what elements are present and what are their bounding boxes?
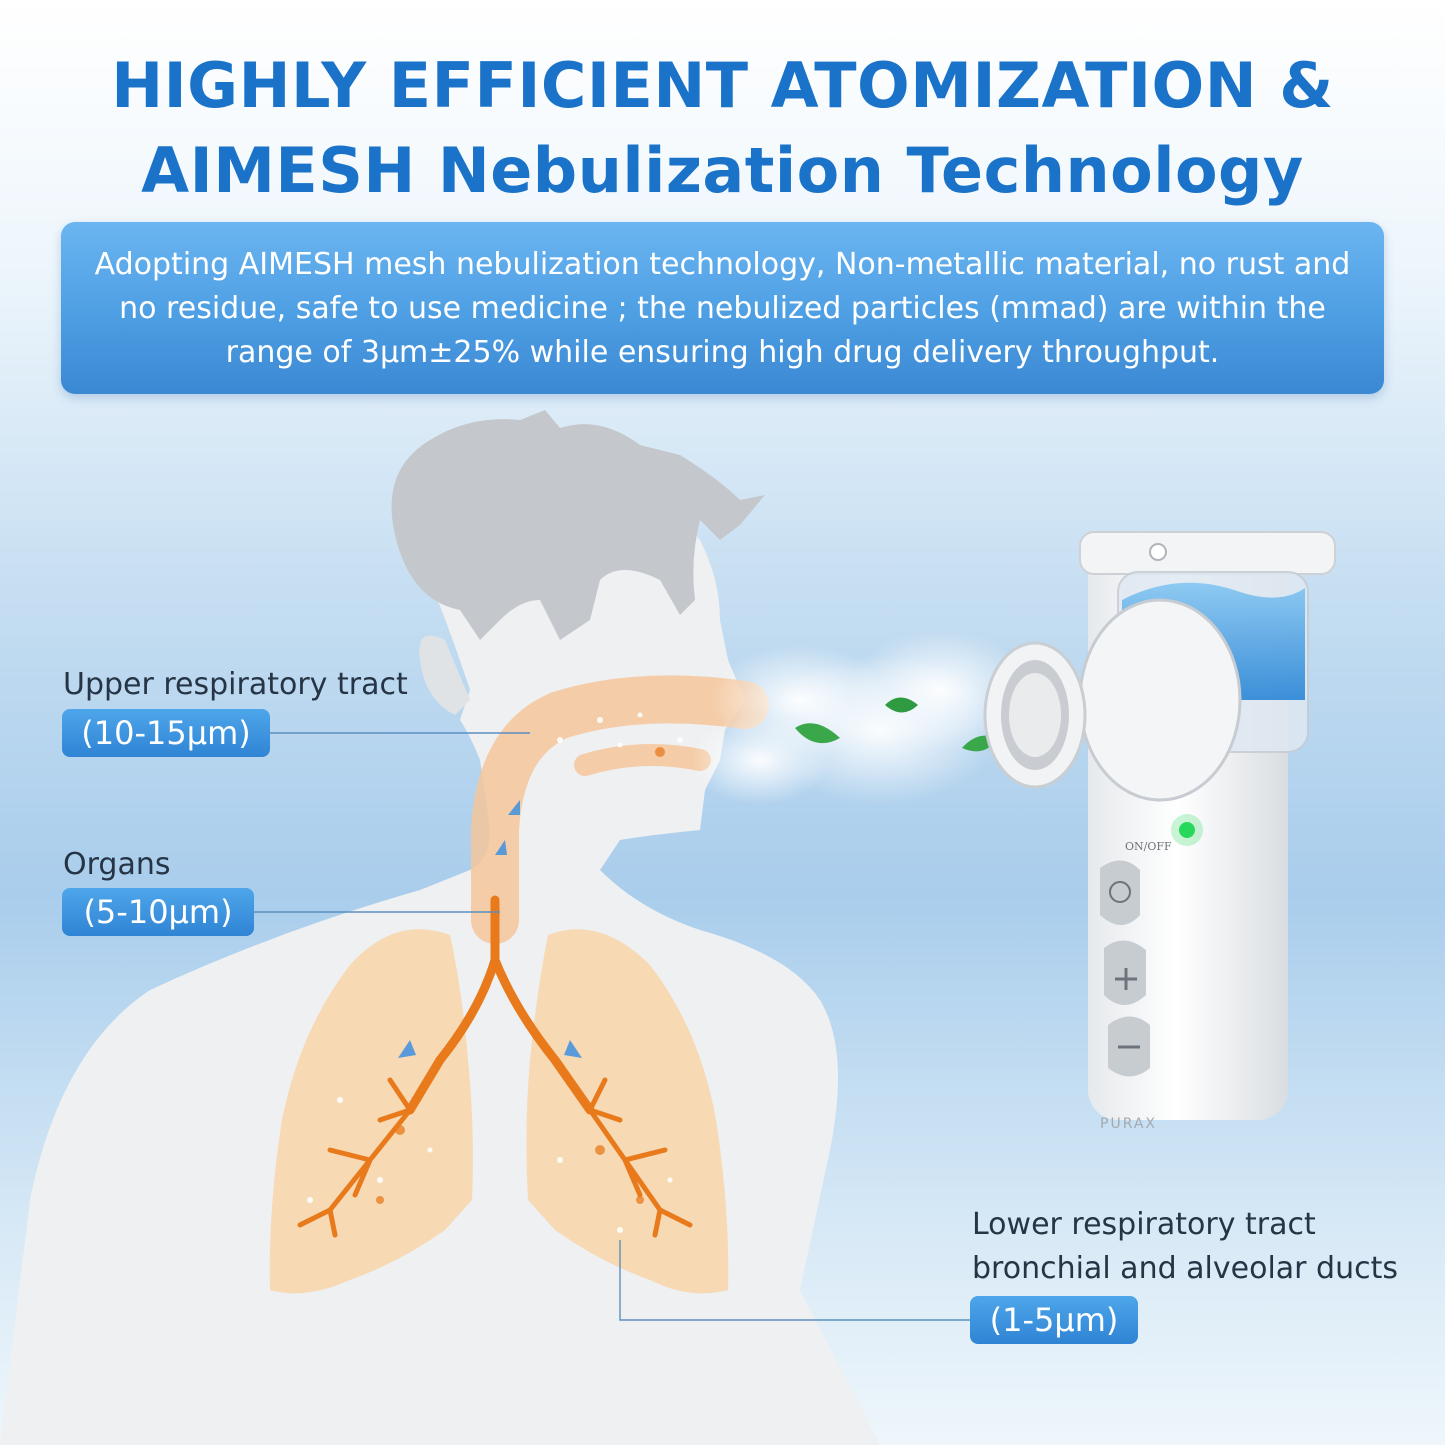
pill-organs-size: (5-10μm) [62, 888, 254, 936]
headline-line-1: HIGHLY EFFICIENT ATOMIZATION & [111, 49, 1334, 122]
airway [297, 675, 769, 1238]
label-lower-respiratory-tract: Lower respiratory tract [972, 1207, 1316, 1242]
info-text-line-1: Adopting AIMESH mesh nebulization techno… [94, 247, 1351, 282]
label-bronchial-alveolar: bronchial and alveolar ducts [972, 1251, 1398, 1286]
info-text-line-2: no residue, safe to use medicine ; the n… [119, 291, 1326, 326]
label-organs: Organs [63, 847, 171, 882]
power-icon [1109, 881, 1131, 903]
info-box [61, 222, 1384, 394]
connector-lines [254, 732, 970, 1321]
nebulizer-device: ON/OFF PURAX [983, 531, 1336, 1132]
pill-lower-size: (1-5μm) [970, 1296, 1138, 1344]
info-text-line-3: range of 3μm±25% while ensuring high dru… [225, 335, 1220, 370]
brand-label: PURAX [1100, 1116, 1157, 1132]
label-upper-respiratory-tract: Upper respiratory tract [63, 667, 408, 702]
headline-line-2: AIMESH Nebulization Technology [141, 134, 1304, 207]
mist-cloud [690, 630, 1030, 805]
power-label: ON/OFF [1125, 840, 1172, 853]
plus-icon [1115, 968, 1137, 990]
lungs [269, 929, 729, 1294]
pill-upper-size: (10-15μm) [62, 709, 270, 757]
